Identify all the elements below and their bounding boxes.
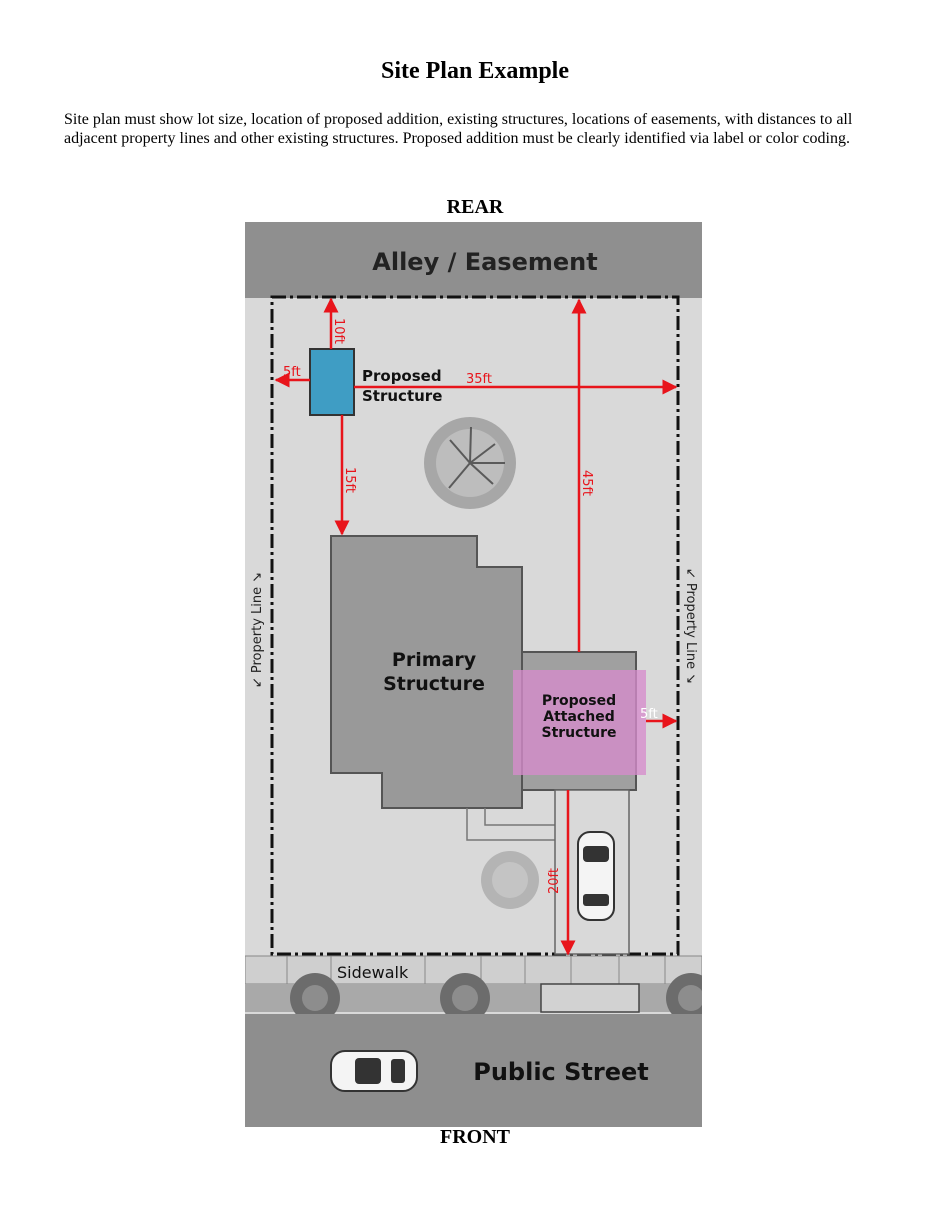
attached-label-1: Proposed bbox=[542, 693, 616, 709]
attached-label-2: Attached bbox=[543, 709, 614, 725]
car-driveway bbox=[577, 831, 615, 921]
dim-label-15ft: 15ft bbox=[342, 467, 357, 493]
street-tree-1 bbox=[290, 973, 340, 1023]
dim-label-5ft-left: 5ft bbox=[283, 365, 301, 380]
public-street bbox=[245, 1014, 702, 1127]
front-label: FRONT bbox=[440, 1126, 510, 1148]
primary-structure-label-2: Structure bbox=[383, 673, 485, 695]
dim-label-35ft: 35ft bbox=[466, 372, 492, 387]
street-tree-3 bbox=[666, 973, 702, 1023]
alley-easement bbox=[245, 222, 702, 298]
rear-label: REAR bbox=[446, 196, 504, 218]
page-title: Site Plan Example bbox=[380, 58, 569, 84]
intro-paragraph: Site plan must show lot size, location o… bbox=[64, 111, 853, 147]
alley-label: Alley / Easement bbox=[372, 248, 597, 276]
dim-label-20ft: 20ft bbox=[547, 868, 562, 894]
tree-front-yard bbox=[481, 851, 539, 909]
dim-label-10ft: 10ft bbox=[331, 318, 346, 344]
site-plan-diagram: Alley / Easement Primary Structure Propo… bbox=[245, 222, 702, 1127]
proposed-structure bbox=[309, 348, 355, 416]
driveway-apron bbox=[540, 983, 640, 1013]
street-label: Public Street bbox=[473, 1058, 649, 1086]
street-tree-2 bbox=[440, 973, 490, 1023]
proposed-structure-label-2: Structure bbox=[362, 387, 442, 405]
car-street bbox=[330, 1050, 418, 1092]
tree-rear bbox=[424, 417, 516, 509]
walkway bbox=[466, 808, 555, 841]
primary-structure bbox=[330, 535, 523, 809]
property-line-label-left: ↙ Property Line ↘ bbox=[250, 572, 265, 688]
primary-structure-label-1: Primary bbox=[392, 649, 477, 671]
dim-label-45ft: 45ft bbox=[579, 470, 594, 496]
sidewalk-label: Sidewalk bbox=[337, 963, 409, 982]
dim-label-5ft-right: 5ft bbox=[640, 707, 658, 722]
proposed-attached-structure bbox=[513, 670, 646, 775]
attached-label-3: Structure bbox=[541, 725, 616, 741]
property-line bbox=[270, 295, 680, 956]
property-line-label-right: ↙ Property Line ↘ bbox=[683, 568, 698, 684]
proposed-structure-label-1: Proposed bbox=[362, 367, 442, 385]
